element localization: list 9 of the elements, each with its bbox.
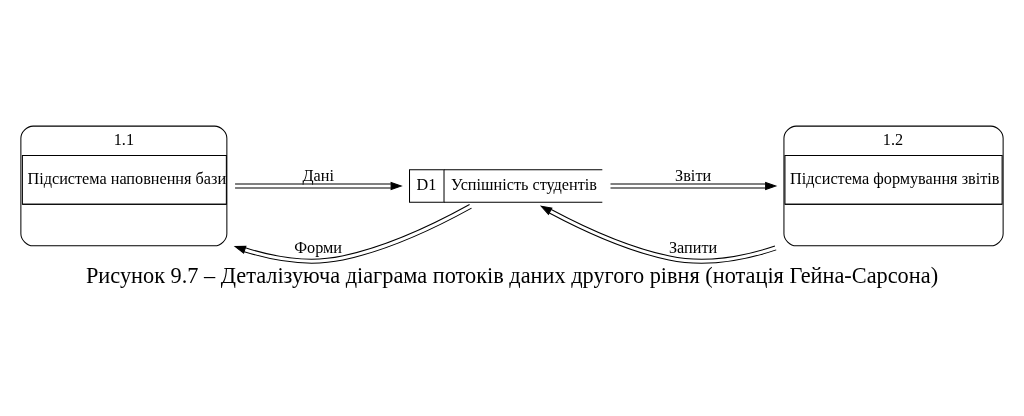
edge-label: Звіти [675, 166, 712, 185]
edge-label: Запити [669, 238, 718, 257]
edge-label: Дані [302, 166, 334, 185]
arrow [233, 204, 473, 264]
edge-label: Форми [294, 238, 343, 257]
caption: Рисунок 9.7 – Деталізуюча діаграма потоків даних другого рівня (нотація Гейна-Сарсона) [85, 263, 939, 289]
arrow [610, 181, 778, 191]
arrow [234, 181, 403, 191]
arrow [539, 205, 777, 264]
